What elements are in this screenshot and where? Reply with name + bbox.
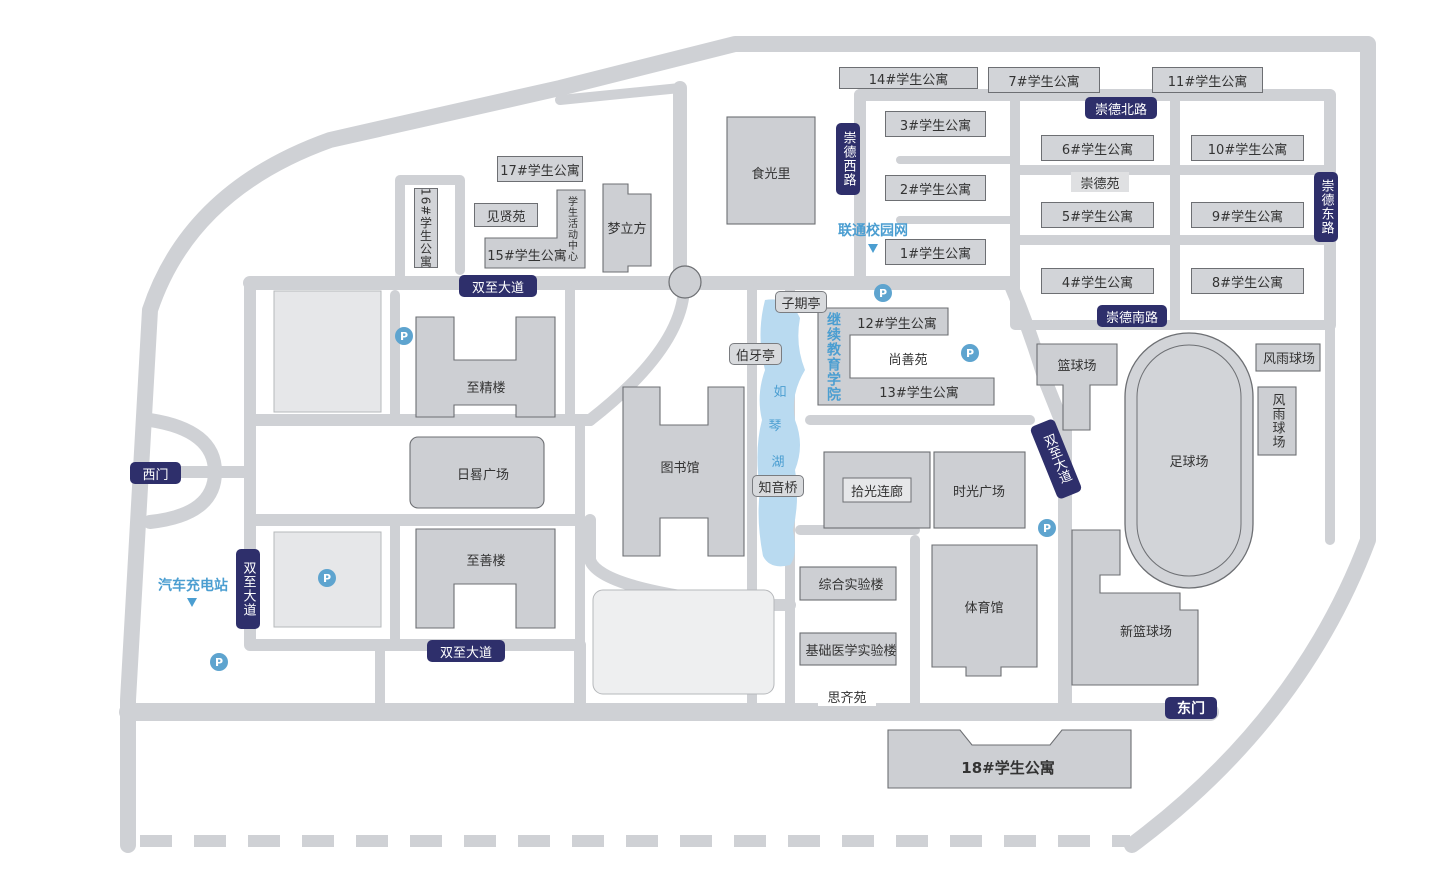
building-siqiyuan[interactable]: 思齐苑 bbox=[818, 686, 876, 706]
dorm-8[interactable]: 8#学生公寓 bbox=[1191, 268, 1304, 294]
dorm-7[interactable]: 7#学生公寓 bbox=[988, 67, 1100, 93]
parking-icon[interactable]: P bbox=[318, 569, 336, 587]
building-shangshanyuan[interactable]: 尚善苑 bbox=[888, 352, 928, 368]
building-basketball[interactable]: 篮球场 bbox=[1057, 358, 1097, 374]
building-chongdeyuan[interactable]: 崇德苑 bbox=[1071, 172, 1129, 192]
building-new-basketball[interactable]: 新篮球场 bbox=[1119, 624, 1172, 640]
dorm-4[interactable]: 4#学生公寓 bbox=[1041, 268, 1154, 294]
building-library[interactable]: 图书馆 bbox=[660, 460, 700, 476]
athletic-track bbox=[1124, 332, 1254, 589]
dorm-15[interactable]: 15#学生公寓 bbox=[487, 248, 567, 264]
dorm-17[interactable]: 17#学生公寓 bbox=[497, 156, 583, 182]
dorm-12[interactable]: 12#学生公寓 bbox=[857, 316, 937, 332]
road-label-shuangzhi-north: 双至大道 bbox=[459, 275, 537, 297]
dorm-10[interactable]: 10#学生公寓 bbox=[1191, 135, 1304, 161]
dorm-16[interactable]: 16#学生公寓 bbox=[414, 188, 438, 268]
dorm-2[interactable]: 2#学生公寓 bbox=[885, 175, 986, 201]
building-fengyu-court-2[interactable]: 风雨球场 bbox=[1269, 393, 1285, 449]
dorm-3[interactable]: 3#学生公寓 bbox=[885, 111, 986, 137]
dorm-18[interactable]: 18#学生公寓 bbox=[961, 758, 1055, 777]
building-zhishanlou[interactable]: 至善楼 bbox=[466, 553, 506, 569]
dorm-1[interactable]: 1#学生公寓 bbox=[885, 239, 986, 265]
west-gate-label[interactable]: 西门 bbox=[130, 462, 181, 484]
parking-icon[interactable]: P bbox=[395, 327, 413, 345]
dorm-13[interactable]: 13#学生公寓 bbox=[879, 385, 959, 401]
unicom-wifi-pin-icon bbox=[868, 244, 878, 253]
lake-label-hu: 湖 bbox=[771, 454, 785, 470]
poi-ev-charging[interactable]: 汽车充电站 bbox=[158, 578, 228, 594]
parking-icon[interactable]: P bbox=[961, 344, 979, 362]
building-football[interactable]: 足球场 bbox=[1169, 454, 1209, 470]
east-gate-label[interactable]: 东门 bbox=[1165, 697, 1217, 719]
roundabout bbox=[668, 265, 702, 299]
road-label-shuangzhi-west: 双至大道 bbox=[236, 549, 260, 629]
road-label-chongde-north: 崇德北路 bbox=[1085, 97, 1157, 119]
landmark-ziqiting[interactable]: 子期亭 bbox=[775, 291, 827, 313]
building-shiguangguangchang[interactable]: 时光广场 bbox=[952, 484, 1005, 500]
lake-label-ru: 如 bbox=[773, 384, 787, 400]
building-gym[interactable]: 体育馆 bbox=[964, 600, 1004, 616]
dorm-5[interactable]: 5#学生公寓 bbox=[1041, 202, 1154, 228]
lake-label-qin: 琴 bbox=[768, 418, 782, 434]
road-label-chongde-west: 崇德西路 bbox=[836, 123, 860, 195]
open-plots bbox=[273, 290, 775, 695]
building-continuing-education[interactable]: 继续教育学院 bbox=[825, 312, 841, 402]
dorm-6[interactable]: 6#学生公寓 bbox=[1041, 135, 1154, 161]
road-label-chongde-east: 崇德东路 bbox=[1314, 172, 1338, 242]
building-jichu-lab[interactable]: 基础医学实验楼 bbox=[805, 643, 897, 659]
building-shiguanglianlang[interactable]: 拾光连廊 bbox=[850, 484, 903, 500]
ev-charging-pin-icon bbox=[187, 598, 197, 607]
building-footprints bbox=[409, 116, 1321, 789]
building-jianxianyuan[interactable]: 见贤苑 bbox=[474, 203, 538, 227]
road-label-chongde-south: 崇德南路 bbox=[1097, 305, 1167, 327]
dorm-11[interactable]: 11#学生公寓 bbox=[1152, 67, 1263, 93]
parking-icon[interactable]: P bbox=[874, 284, 892, 302]
building-shiguangli[interactable]: 食光里 bbox=[751, 166, 791, 182]
building-menglifang[interactable]: 梦立方 bbox=[607, 221, 647, 237]
dorm-9[interactable]: 9#学生公寓 bbox=[1191, 202, 1304, 228]
building-fengyu-court-1[interactable]: 风雨球场 bbox=[1262, 351, 1315, 367]
lake-ruqin bbox=[757, 299, 805, 567]
landmark-boyating[interactable]: 伯牙亭 bbox=[729, 343, 782, 365]
poi-unicom-wifi[interactable]: 联通校园网 bbox=[838, 223, 908, 239]
parking-icon[interactable]: P bbox=[1038, 519, 1056, 537]
dorm-14[interactable]: 14#学生公寓 bbox=[839, 67, 978, 89]
parking-icon[interactable]: P bbox=[210, 653, 228, 671]
building-zonghe-lab[interactable]: 综合实验楼 bbox=[818, 577, 884, 593]
building-activity-center[interactable]: 学生活动中心 bbox=[565, 196, 577, 262]
building-riguiguangchang[interactable]: 日晷广场 bbox=[456, 467, 509, 483]
road-label-shuangzhi-south: 双至大道 bbox=[427, 640, 505, 662]
landmark-zhiyinqiao[interactable]: 知音桥 bbox=[752, 475, 804, 497]
building-zhijinglou[interactable]: 至精楼 bbox=[466, 380, 506, 396]
